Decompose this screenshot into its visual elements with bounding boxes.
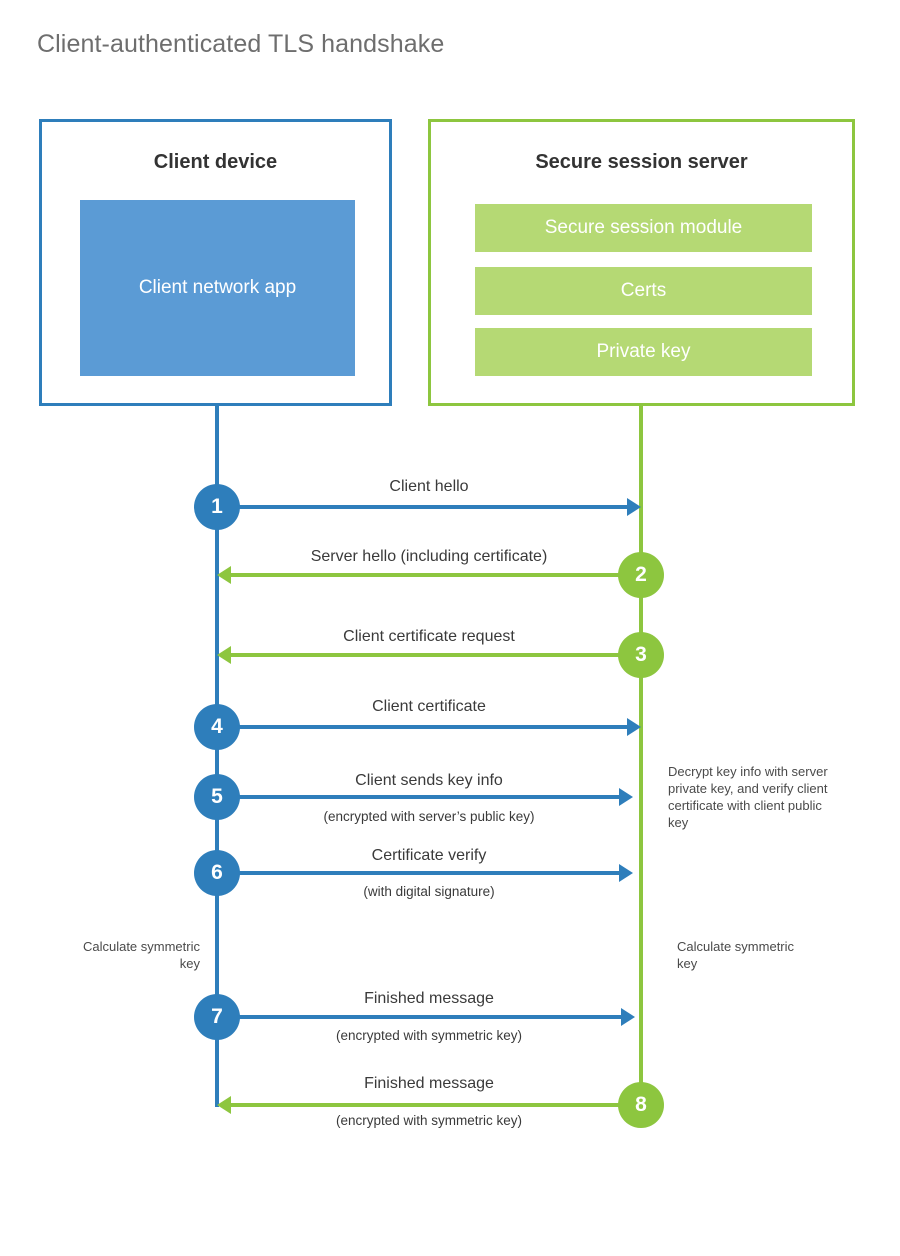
step-8-circle: 8 <box>618 1082 664 1128</box>
step-4-arrow-head-icon <box>627 718 641 736</box>
step-7-label: Finished message <box>364 990 494 1007</box>
secure-session-server-box: Secure session server Secure session mod… <box>428 119 855 406</box>
client-lifeline <box>215 405 219 1107</box>
step-1-label: Client hello <box>389 478 469 495</box>
client-device-box: Client device Client network app <box>39 119 392 406</box>
server-component-private-key: Private key <box>475 328 812 376</box>
step-7-arrow-head-icon <box>621 1008 635 1026</box>
secure-session-server-title: Secure session server <box>535 151 748 173</box>
step-6-circle: 6 <box>194 850 240 896</box>
server-lifeline <box>639 405 643 1107</box>
step-5-label: Client sends key info <box>355 772 503 789</box>
step-1-circle: 1 <box>194 484 240 530</box>
step-1-arrow-head-icon <box>627 498 641 516</box>
step-3-label: Client certificate request <box>343 628 515 645</box>
step-7-arrow-line <box>217 1015 621 1019</box>
step-1-arrow-line <box>217 505 627 509</box>
step-7-circle: 7 <box>194 994 240 1040</box>
step-5-arrow-line <box>217 795 619 799</box>
step-7-sublabel: (encrypted with symmetric key) <box>335 1028 523 1043</box>
server-component-secure-session-module: Secure session module <box>475 204 812 252</box>
step-2-arrow-head-icon <box>217 566 231 584</box>
client-network-app-block: Client network app <box>80 200 355 376</box>
step-8-arrow-line <box>231 1103 627 1107</box>
step-4-label: Client certificate <box>372 698 486 715</box>
step-3-arrow-line <box>231 653 627 657</box>
step-5-sublabel: (encrypted with server’s public key) <box>323 809 535 824</box>
page-title: Client-authenticated TLS handshake <box>37 30 445 58</box>
step-2-arrow-line <box>231 573 627 577</box>
client-calculate-symmetric-key-note: Calculate symmetric key <box>82 939 200 971</box>
step-8-arrow-head-icon <box>217 1096 231 1114</box>
step-4-circle: 4 <box>194 704 240 750</box>
step-6-arrow-head-icon <box>619 864 633 882</box>
step-5-circle: 5 <box>194 774 240 820</box>
step-2-circle: 2 <box>618 552 664 598</box>
client-device-title: Client device <box>153 151 278 173</box>
step-5-arrow-head-icon <box>619 788 633 806</box>
server-component-certs: Certs <box>475 267 812 315</box>
server-decrypt-note: Decrypt key info with server private key… <box>668 764 828 830</box>
step-2-label: Server hello (including certificate) <box>310 548 548 565</box>
server-calculate-symmetric-key-note: Calculate symmetric key <box>677 939 795 971</box>
step-6-sublabel: (with digital signature) <box>363 884 495 899</box>
step-3-circle: 3 <box>618 632 664 678</box>
step-3-arrow-head-icon <box>217 646 231 664</box>
step-6-arrow-line <box>217 871 619 875</box>
step-4-arrow-line <box>217 725 627 729</box>
step-8-sublabel: (encrypted with symmetric key) <box>335 1113 523 1128</box>
step-6-label: Certificate verify <box>371 847 487 864</box>
step-8-label: Finished message <box>364 1075 494 1092</box>
